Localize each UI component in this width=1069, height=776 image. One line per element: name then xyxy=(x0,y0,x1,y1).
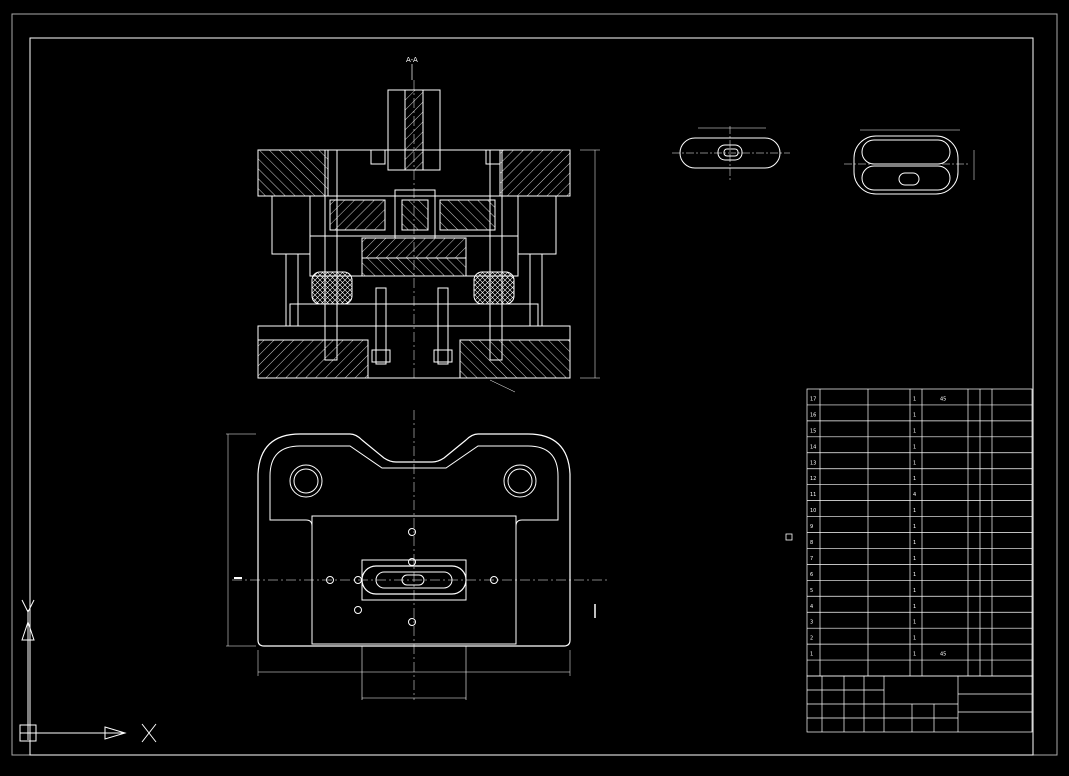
bom-item-number: 12 xyxy=(810,476,816,482)
ucs-icon xyxy=(19,599,157,743)
bom-item-number: 5 xyxy=(810,588,813,594)
bom-quantity: 1 xyxy=(913,636,916,642)
title-block[interactable] xyxy=(806,675,1033,733)
bom-item-number: 1 xyxy=(810,652,813,658)
plan-view[interactable] xyxy=(226,410,610,700)
bom-quantity: 1 xyxy=(913,508,916,514)
bom-item-number: 9 xyxy=(810,524,813,530)
guide-hole-right xyxy=(503,464,537,498)
bom-item-number: 4 xyxy=(810,604,813,610)
die-insert xyxy=(311,515,517,645)
bom-quantity: 1 xyxy=(913,524,916,530)
bom-quantity: 1 xyxy=(913,412,916,418)
bom-quantity: 1 xyxy=(913,604,916,610)
part-view[interactable] xyxy=(844,129,975,195)
bom-material: 45 xyxy=(940,396,946,402)
bom-item-number: 7 xyxy=(810,556,813,562)
bom-quantity: 1 xyxy=(913,540,916,546)
bom-quantity: 1 xyxy=(913,460,916,466)
bom-item-number: 10 xyxy=(810,508,816,514)
bom-quantity: 1 xyxy=(913,428,916,434)
bom-item-number: 13 xyxy=(810,460,816,466)
strip-layout[interactable] xyxy=(672,126,790,182)
bom-item-number: 3 xyxy=(810,620,813,626)
bom-quantity: 4 xyxy=(913,492,916,498)
rubber-spring-right xyxy=(473,271,515,305)
bom-material: 45 xyxy=(940,652,946,658)
bom-quantity: 1 xyxy=(913,396,916,402)
bom-item-number: 15 xyxy=(810,428,816,434)
grip-point[interactable] xyxy=(785,533,793,541)
rubber-spring-left xyxy=(311,271,353,305)
bom-quantity: 1 xyxy=(913,444,916,450)
bom-quantity: 1 xyxy=(913,476,916,482)
bom-item-number: 8 xyxy=(810,540,813,546)
bom-item-number: 6 xyxy=(810,572,813,578)
bom-quantity: 1 xyxy=(913,652,916,658)
section-label: A-A xyxy=(406,56,418,64)
bom-quantity: 1 xyxy=(913,620,916,626)
bom-quantity: 1 xyxy=(913,556,916,562)
sheet-inner-border xyxy=(29,37,1034,756)
bom-item-number: 14 xyxy=(810,444,816,450)
guide-hole-left xyxy=(289,464,323,498)
bom-item-number: 2 xyxy=(810,636,813,642)
bom-item-number: 11 xyxy=(810,492,816,498)
bom-item-number: 17 xyxy=(810,396,816,402)
bom-quantity: 1 xyxy=(913,572,916,578)
lower-die-outline xyxy=(257,433,571,647)
bom-quantity: 1 xyxy=(913,588,916,594)
section-view-a-a[interactable]: A-A xyxy=(257,56,600,393)
bom-item-number: 16 xyxy=(810,412,816,418)
